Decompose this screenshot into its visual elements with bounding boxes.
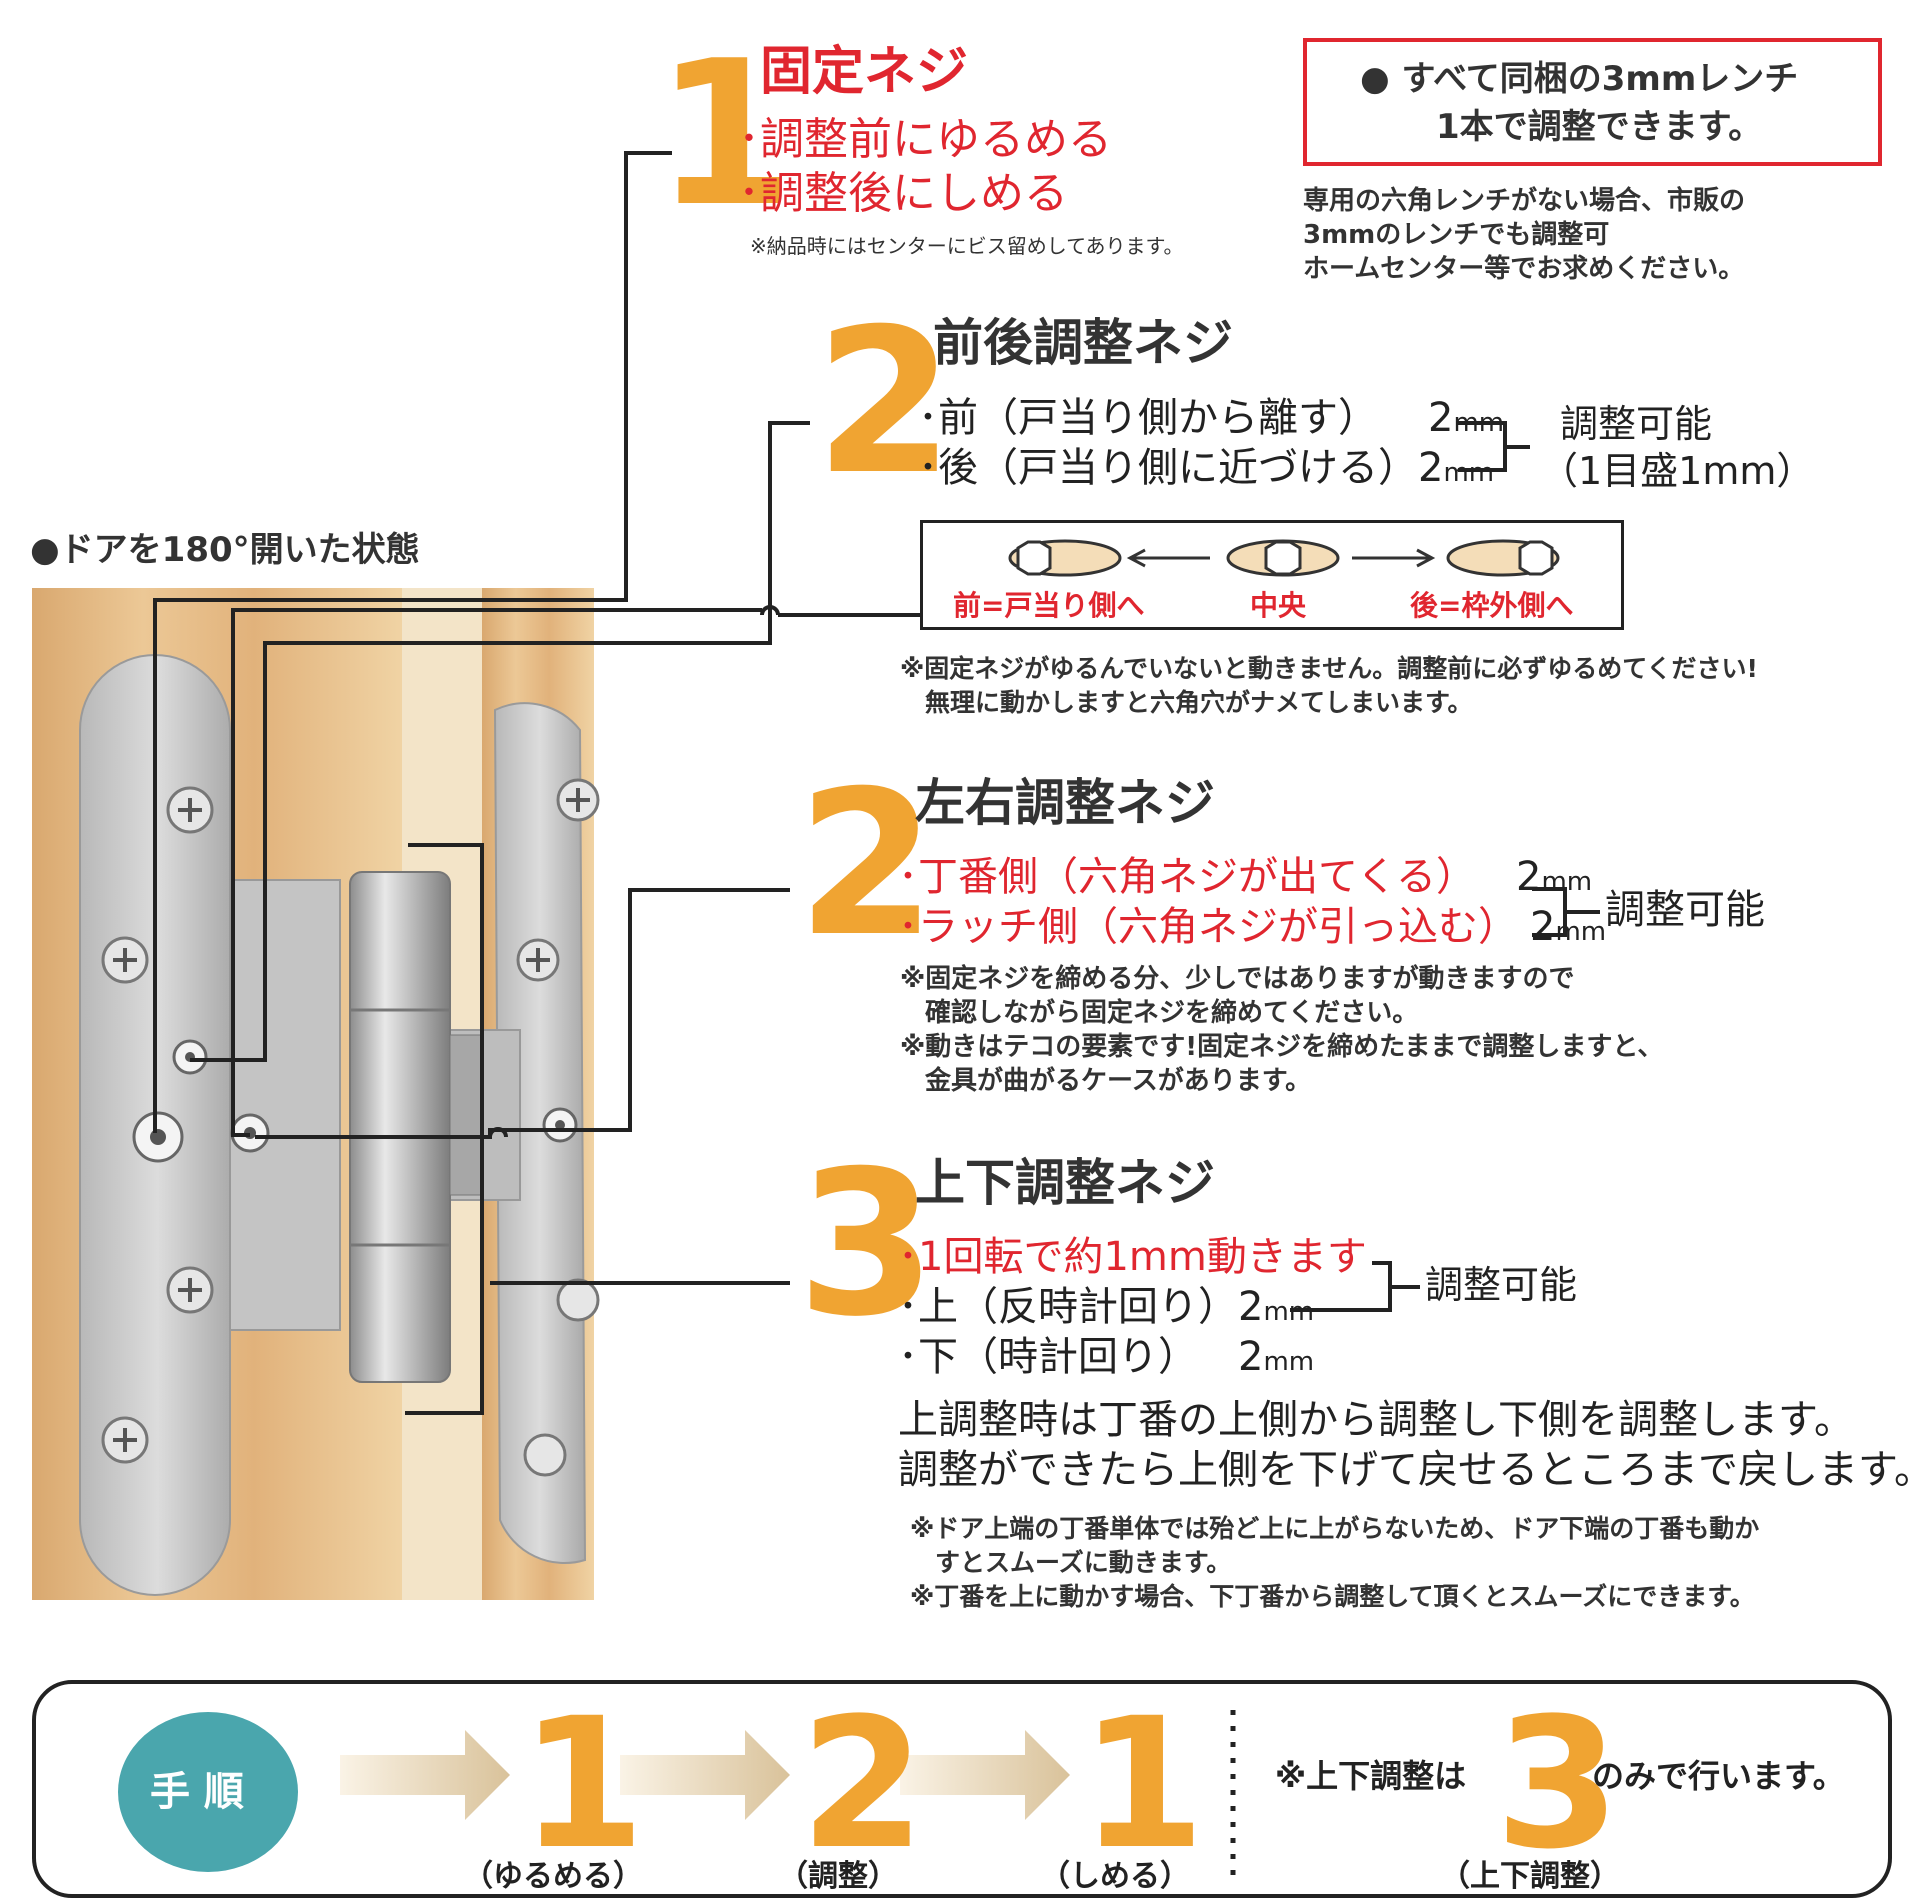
step1-title: 固定ネジ	[760, 42, 969, 102]
step2b-note-1: ※固定ネジを締める分、少しではありますが動きますので	[900, 964, 1575, 994]
wrench-sub-3: ホームセンター等でお求めください。	[1303, 254, 1745, 284]
step2b-note-2: 確認しながら固定ネジを締めてください。	[925, 998, 1419, 1028]
step1-item-1: ･調整前にゆるめる	[738, 114, 1112, 165]
step3-bracket-label: 調整可能	[1425, 1263, 1578, 1307]
step2b-item-2: ･ラッチ側（六角ネジが引っ込む）2mm	[898, 904, 1607, 950]
step1-note: ※納品時にはセンターにビス留めしてあります。	[750, 234, 1184, 258]
step3-item-0: ･1回転で約1mm動きます	[898, 1234, 1367, 1280]
step2a-bracket-label-2: （1目盛1mm）	[1540, 449, 1815, 493]
procedure-step-2-num: 2	[800, 1680, 926, 1889]
step3-note-2: すとスムーズに動きます。	[935, 1548, 1232, 1577]
step2a-note-2: 無理に動かしますと六角穴がナメてしまいます。	[925, 688, 1473, 717]
wrench-sub-2: 3mmのレンチでも調整可	[1303, 220, 1610, 250]
step2b-number: 2	[797, 748, 937, 981]
step3-body-1: 上調整時は丁番の上側から調整し下側を調整します。	[898, 1397, 1854, 1443]
diagram-right-label: 後=枠外側へ	[1410, 589, 1574, 622]
step3-item-2: ･下（時計回り）2mm	[898, 1334, 1315, 1380]
step3-title: 上下調整ネジ	[915, 1154, 1215, 1212]
step2a-number: 2	[815, 286, 955, 519]
procedure-note-prefix: ※上下調整は	[1275, 1757, 1467, 1795]
step2b-note-3: ※動きはテコの要素です!固定ネジを締めたままで調整しますと、	[900, 1032, 1664, 1062]
step3-note-3: ※丁番を上に動かす場合、下丁番から調整して頂くとスムーズにできます。	[910, 1582, 1755, 1611]
step2b-title: 左右調整ネジ	[915, 774, 1215, 832]
procedure-step-3-num: 1	[1080, 1680, 1206, 1889]
step2b-note-4: 金具が曲がるケースがあります。	[925, 1066, 1312, 1096]
procedure-step-3-label: （しめる）	[1040, 1859, 1190, 1894]
procedure-badge	[118, 1712, 298, 1872]
procedure-step-2-label: （調整）	[778, 1859, 898, 1894]
step3-body-2: 調整ができたら上側を下げて戻せるところまで戻します。	[898, 1447, 1920, 1493]
step3-item-1: ･上（反時計回り）2mm	[898, 1284, 1315, 1330]
procedure-step-1-label: （ゆるめる）	[463, 1859, 643, 1894]
step1-number: 1	[655, 18, 795, 251]
wrench-info-box	[1303, 38, 1882, 166]
step2a-item-1: ･前（戸当り側から離す）2mm	[918, 395, 1505, 441]
step1-item-2: ･調整後にしめる	[738, 168, 1068, 219]
hinge-right-leaf	[493, 702, 587, 1565]
diagram-center-label: 中央	[1250, 589, 1307, 622]
door-caption: ●ドアを180°開いた状態	[30, 530, 420, 570]
procedure-note-num: 3	[1495, 1680, 1621, 1889]
procedure-note-label: （上下調整）	[1440, 1859, 1620, 1894]
step2b-bracket-label: 調整可能	[1605, 887, 1765, 933]
wrench-line-1: ● すべて同梱の3mmレンチ	[1360, 59, 1799, 99]
procedure-badge-label: 手 順	[150, 1769, 244, 1815]
diagram-left-label: 前=戸当り側へ	[953, 589, 1145, 622]
wrench-sub-1: 専用の六角レンチがない場合、市販の	[1303, 186, 1746, 216]
step2b-item-1: ･丁番側（六角ネジが出てくる）2mm	[898, 854, 1593, 900]
step2a-note-1: ※固定ネジがゆるんでいないと動きません。調整前に必ずゆるめてください!	[900, 654, 1758, 683]
step2a-bracket-label-1: 調整可能	[1560, 402, 1713, 446]
step3-number: 3	[797, 1128, 937, 1361]
step2a-item-2: ･後（戸当り側に近づける）2mm	[918, 445, 1495, 491]
step3-note-1: ※ドア上端の丁番単体では殆ど上に上がらないため、ドア下端の丁番も動か	[910, 1514, 1760, 1543]
step2a-title: 前後調整ネジ	[933, 314, 1233, 372]
wrench-line-2: 1本で調整できます。	[1436, 107, 1763, 147]
procedure-step-1-num: 1	[520, 1680, 646, 1889]
procedure-note-suffix: のみで行います。	[1592, 1757, 1845, 1795]
